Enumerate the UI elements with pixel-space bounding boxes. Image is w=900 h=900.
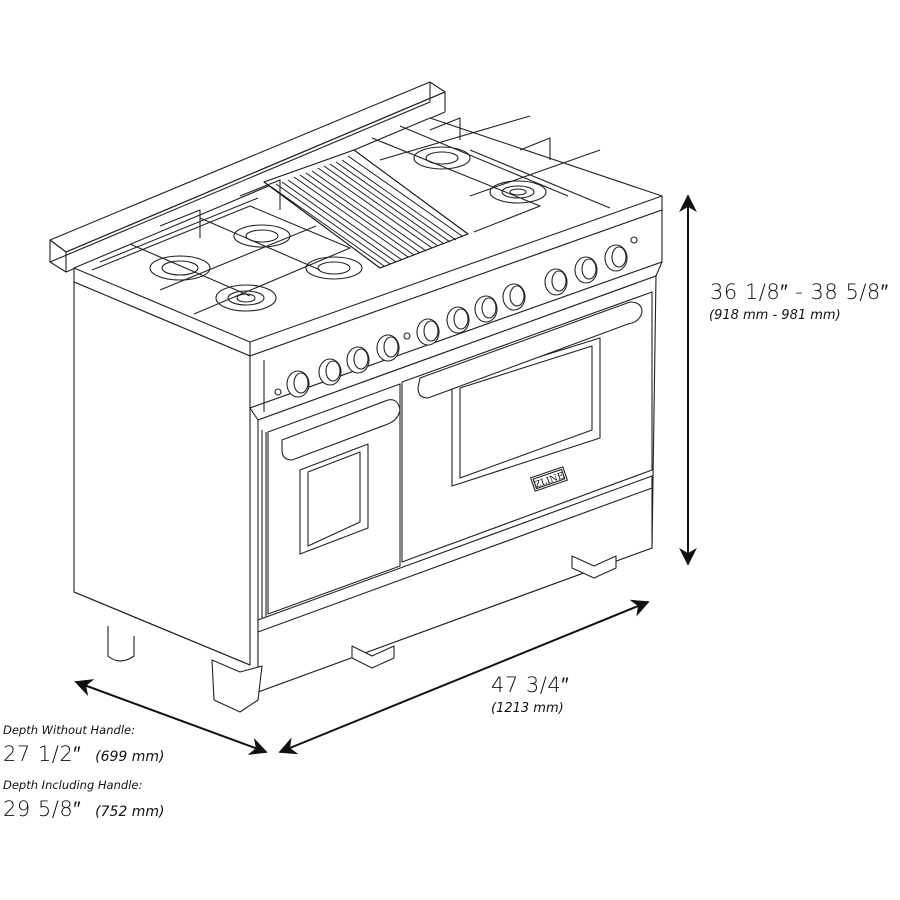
control-knobs: [275, 237, 637, 397]
depth-dimension-arrow: [74, 679, 268, 755]
depth-without-handle-row: 27 1/2″ (699 mm): [3, 742, 165, 767]
depth-including-handle-metric: (752 mm): [95, 804, 165, 820]
knob[interactable]: [545, 269, 567, 295]
knob[interactable]: [605, 245, 627, 271]
depth-including-handle-title: Depth Including Handle:: [3, 778, 143, 792]
width-dimension-metric: (1213 mm): [491, 701, 564, 716]
depth-including-handle-row: 29 5/8″ (752 mm): [3, 797, 165, 822]
knob[interactable]: [319, 359, 341, 385]
burners: [92, 116, 610, 314]
griddle: [264, 150, 468, 268]
depth-without-handle-title: Depth Without Handle:: [3, 723, 135, 737]
height-dimension-metric: (918 mm - 981 mm): [709, 308, 841, 323]
knob[interactable]: [503, 284, 525, 310]
depth-without-handle-imperial: 27 1/2″: [3, 742, 82, 766]
knob[interactable]: [417, 319, 439, 345]
left-side-panel: [74, 282, 250, 665]
knob[interactable]: [475, 296, 497, 322]
width-dimension-arrow: [278, 599, 650, 755]
left-oven-door: [262, 384, 400, 620]
knob[interactable]: [377, 335, 399, 361]
height-dimension-imperial: 36 1/8″ - 38 5/8″: [710, 280, 889, 304]
width-dimension-imperial: 47 3/4″: [491, 673, 570, 697]
knob[interactable]: [347, 347, 369, 373]
depth-including-handle-imperial: 29 5/8″: [3, 797, 82, 821]
knob[interactable]: [287, 371, 309, 397]
depth-without-handle-metric: (699 mm): [95, 749, 165, 765]
knob[interactable]: [575, 257, 597, 283]
right-oven-door: [402, 292, 652, 562]
knob[interactable]: [447, 307, 469, 333]
